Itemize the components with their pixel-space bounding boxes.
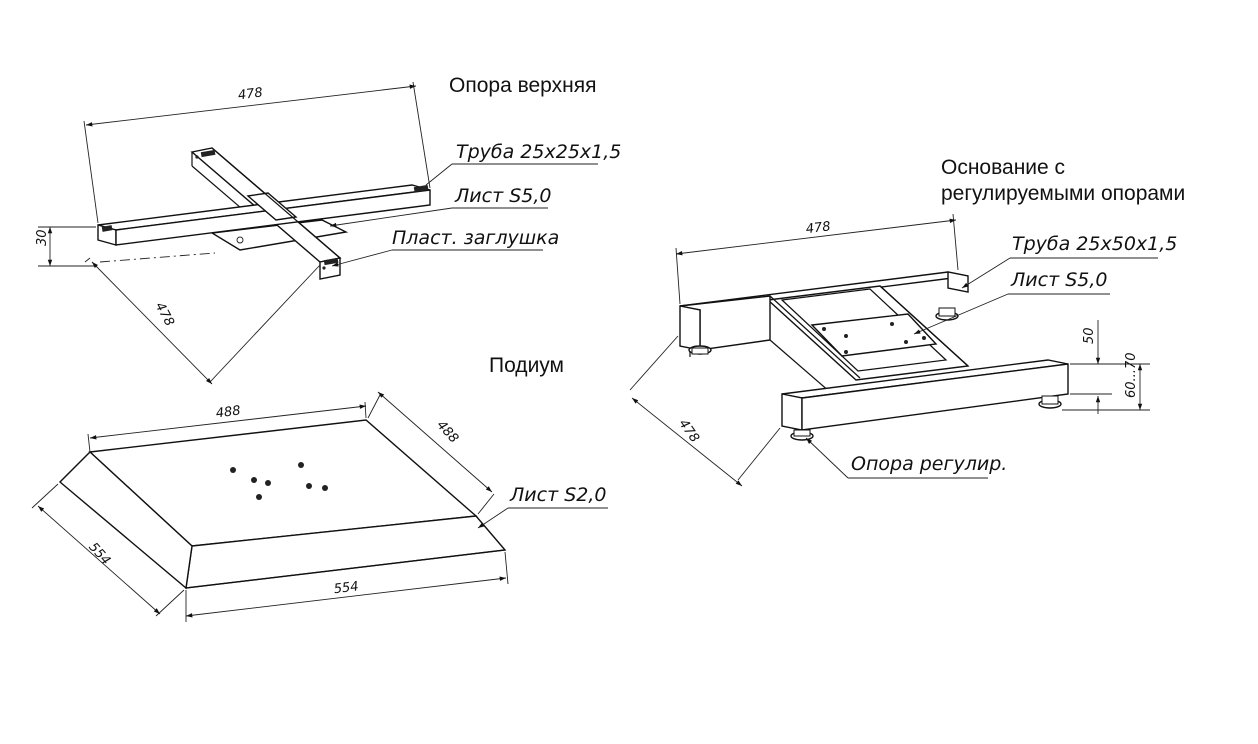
podium-dim-top-width: 488 [215, 404, 241, 422]
top-support-dim-height: 30 [35, 229, 50, 246]
top-support-callout-plug: Пласт. заглушка [392, 227, 559, 249]
base-title-line-2: регулируемыми опорами [941, 182, 1185, 205]
podium-dim-top-depth: 488 [433, 418, 461, 446]
base-callout-foot: Опора регулир. [851, 453, 1007, 475]
top-support-callout-tube: Труба 25х25х1,5 [456, 141, 621, 163]
podium-hole [230, 467, 236, 473]
podium-dim-bottom-width: 554 [333, 579, 359, 597]
base-dim-width: 478 [805, 219, 831, 237]
top-support-dim-depth: 478 [152, 300, 177, 329]
base-drawing: 478 478 50 60...70 Основание с регулируе… [629, 156, 1185, 487]
podium-drawing: 488 488 554 554 Подиум Лист S2,0 [31, 354, 608, 622]
podium-callout-sheet: Лист S2,0 [509, 484, 606, 506]
top-support-callout-plate: Лист S5,0 [454, 185, 551, 207]
top-support-drawing: 478 30 478 Опора верхняя Труба 25х25х1,5… [35, 74, 621, 385]
base-dim-total-height: 60...70 [1124, 353, 1139, 398]
base-dim-rail-height: 50 [1082, 327, 1097, 344]
top-support-dim-width: 478 [237, 85, 263, 103]
base-callout-plate: Лист S5,0 [1010, 269, 1107, 291]
base-callout-tube: Труба 25х50х1,5 [1012, 233, 1177, 255]
base-mount-plate [810, 313, 938, 357]
podium-title: Подиум [489, 354, 564, 377]
base-dim-depth: 478 [675, 417, 702, 446]
podium-dim-bottom-depth: 554 [85, 540, 113, 568]
top-support-title: Опора верхняя [449, 74, 596, 97]
base-title-line-1: Основание с [941, 156, 1065, 179]
